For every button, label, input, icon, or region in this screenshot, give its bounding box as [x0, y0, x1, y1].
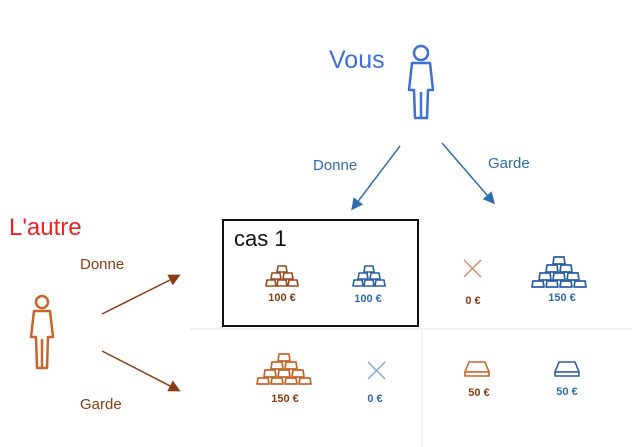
branch-you-give-label: Donne: [313, 157, 358, 174]
person-other-icon: [29, 294, 55, 370]
arrow-other-keep: [101, 350, 181, 392]
branch-you-keep-label: Garde: [488, 155, 530, 172]
outcome-keep-keep-other: 50 €: [468, 387, 490, 399]
gold-bar-icon: [554, 361, 580, 377]
outcome-give-give-other: 100 €: [268, 292, 296, 304]
outcome-give-give-you: 100 €: [354, 293, 382, 305]
gold-stack-large-icon: [256, 353, 312, 385]
cross-icon: [367, 361, 386, 380]
gold-stack-icon: [265, 265, 299, 287]
gold-stack-icon: [352, 265, 386, 287]
case-highlight-box: cas 1: [222, 219, 419, 327]
gold-bar-icon: [464, 361, 490, 377]
branch-other-keep-label: Garde: [80, 396, 122, 413]
outcome-keep-give-you: 150 €: [548, 292, 576, 304]
arrow-you-give: [351, 145, 401, 211]
branch-other-give-label: Donne: [80, 256, 125, 273]
player-other-label: L'autre: [9, 214, 82, 241]
outcome-keep-give-other: 0 €: [465, 295, 481, 307]
arrow-you-keep: [441, 142, 495, 205]
case-label: cas 1: [234, 226, 287, 251]
outcome-give-keep-other: 150 €: [271, 393, 299, 405]
arrow-other-give: [101, 274, 181, 315]
outcome-keep-keep-you: 50 €: [556, 386, 578, 398]
outcome-give-keep-you: 0 €: [367, 393, 383, 405]
person-you-icon: [407, 44, 435, 120]
player-you-label: Vous: [329, 46, 385, 74]
gold-stack-large-icon: [531, 256, 587, 288]
cross-icon: [463, 259, 482, 278]
